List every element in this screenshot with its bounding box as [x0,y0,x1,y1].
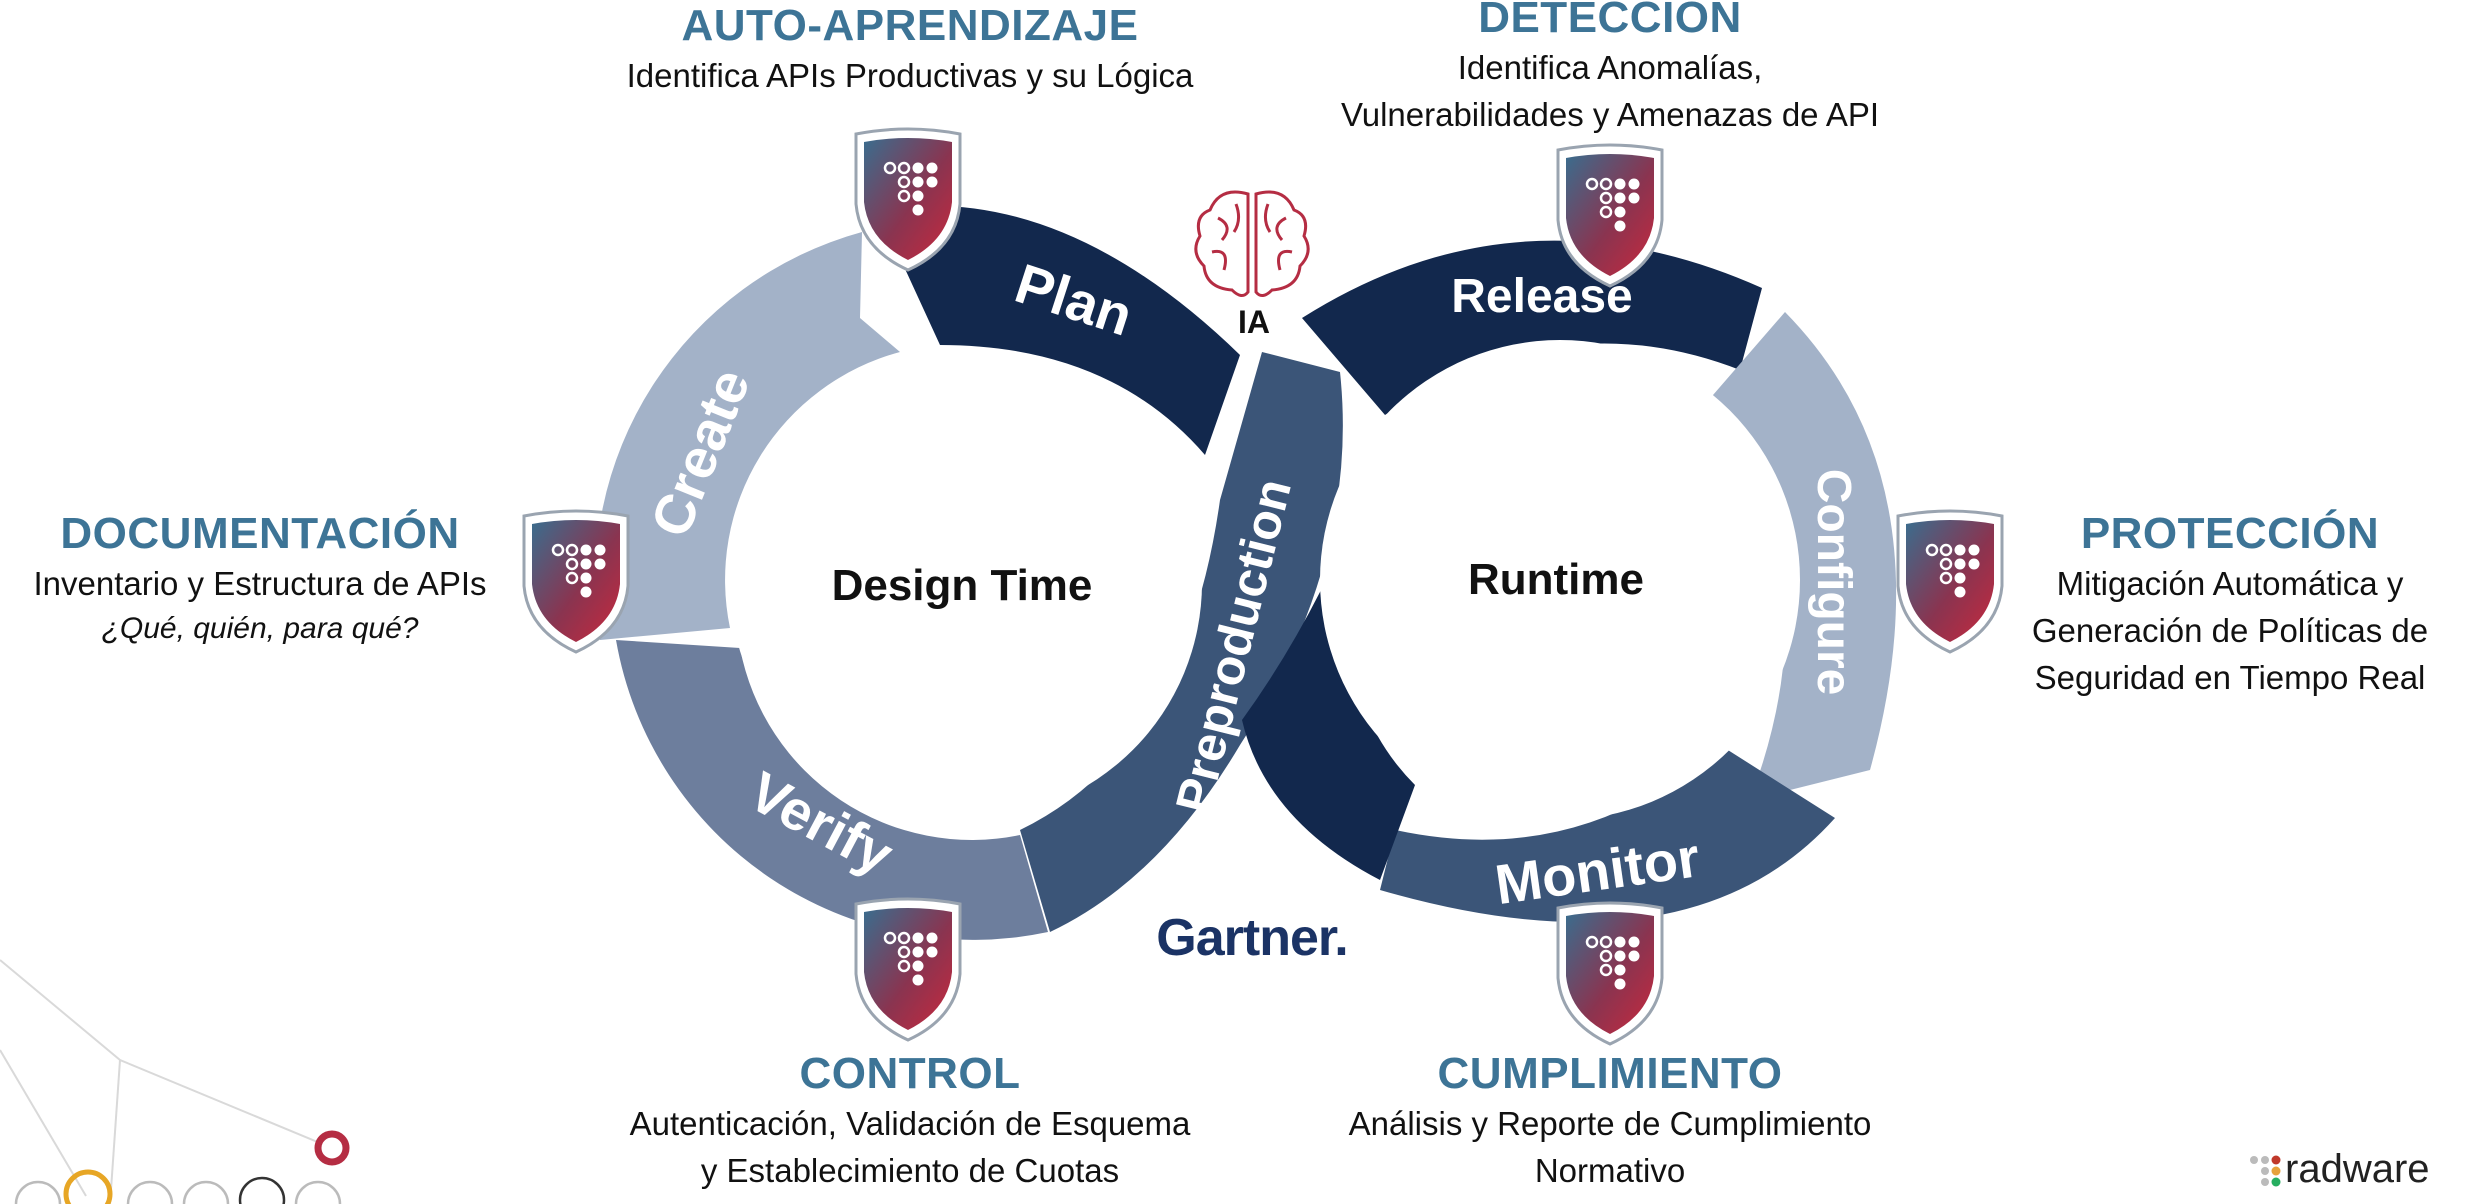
radware-logo [2250,1155,2281,1187]
toolbar-copy-icon[interactable] [182,1180,230,1204]
toolbar-video-icon[interactable] [238,1176,286,1204]
design-time-label: Design Time [832,561,1093,610]
caption-deteccion: DETECCIÓN Identifica Anomalías, Vulnerab… [1270,0,1950,138]
brand-name: radware [2285,1147,2430,1191]
design-time-loop [595,205,1343,940]
shield-icon-control [854,897,962,1042]
segment-release [1302,240,1762,415]
shield-icon-cumplimiento [1556,901,1664,1046]
toolbar-edit-icon[interactable] [14,1180,62,1204]
segment-verify [616,640,1048,940]
caption-proteccion: PROTECCIÓN Mitigación Automática y Gener… [2010,508,2450,701]
design-time-hub [730,347,1202,819]
caption-auto-aprendizaje: AUTO-APRENDIZAJE Identifica APIs Product… [560,0,1260,99]
shield-icon-proteccion [1896,509,2004,654]
caption-line: Identifica APIs Productivas y su Lógica [626,57,1194,94]
caption-line: Generación de Políticas de [2031,612,2429,649]
toolbar-shield-icon[interactable] [63,1169,113,1204]
caption-title: DOCUMENTACIÓN [60,509,460,558]
segment-plan [878,205,1240,455]
caption-line: y Establecimiento de Cuotas [700,1152,1120,1189]
network-node-icon [314,1130,350,1166]
runtime-hub [1320,340,1800,820]
caption-control: CONTROL Autenticación, Validación de Esq… [560,1048,1260,1194]
caption-title: CUMPLIMIENTO [1437,1049,1783,1098]
toolbar-more-icon[interactable] [294,1180,342,1204]
caption-documentacion: DOCUMENTACIÓN Inventario y Estructura de… [0,508,520,651]
gartner-logo: Gartner. [1156,909,1347,967]
runtime-label: Runtime [1468,555,1644,604]
segment-preproduction [1020,352,1343,932]
decorative-network [0,959,333,1204]
segment-crossing [1242,540,1415,880]
caption-line: Seguridad en Tiempo Real [2034,659,2426,696]
caption-line: Vulnerabilidades y Amenazas de API [1340,96,1880,133]
segment-monitor [1380,745,1835,923]
ia-label: IA [1238,304,1270,340]
brain-icon [1194,190,1310,297]
label-configure: Configure [1807,469,1860,696]
caption-title: DETECCIÓN [1478,0,1742,42]
segment-create [595,232,900,640]
caption-line: Autenticación, Validación de Esquema [629,1105,1191,1142]
caption-line: Inventario y Estructura de APIs [33,565,487,602]
caption-title: AUTO-APRENDIZAJE [681,1,1139,50]
caption-line: Identifica Anomalías, [1457,49,1763,86]
caption-cumplimiento: CUMPLIMIENTO Análisis y Reporte de Cumpl… [1270,1048,1950,1194]
caption-line: Análisis y Reporte de Cumplimiento [1348,1105,1872,1142]
caption-question: ¿Qué, quién, para qué? [101,612,419,645]
caption-line: Normativo [1534,1152,1686,1189]
caption-line: Mitigación Automática y [2056,565,2404,602]
toolbar-search-icon[interactable] [126,1180,174,1204]
toolbar-icons [14,1169,342,1204]
caption-title: PROTECCIÓN [2080,509,2380,558]
caption-title: CONTROL [799,1049,1021,1098]
